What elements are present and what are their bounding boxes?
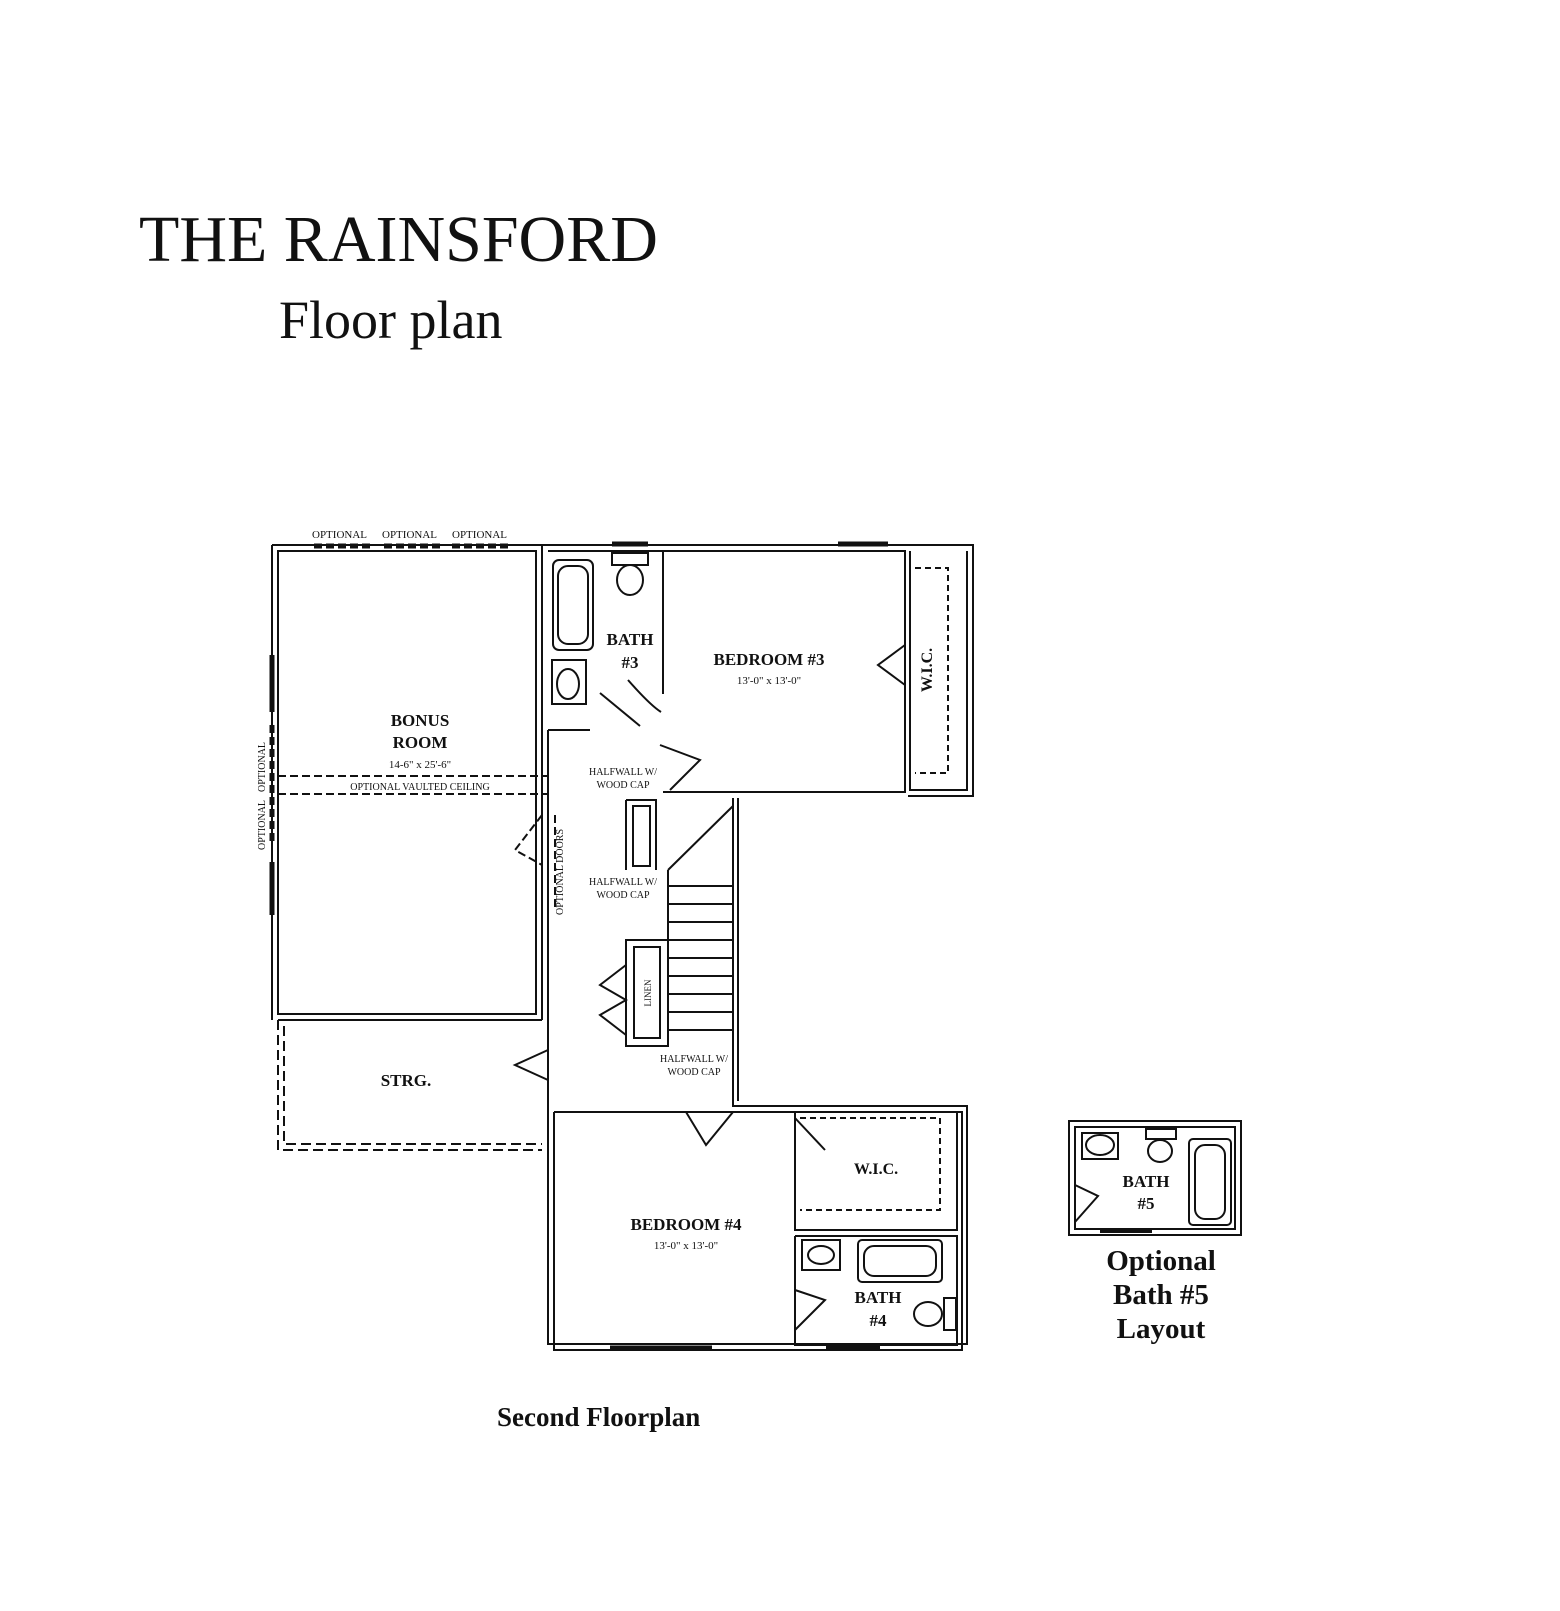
bath3-fixtures: [548, 552, 662, 731]
bedroom4-walls: [553, 1111, 963, 1351]
vaulted-ceiling-lines: [278, 775, 548, 795]
halfwall-note-1-line2: WOOD CAP: [596, 780, 649, 791]
hall-and-stair: [547, 730, 968, 1345]
bath5-label-line1: BATH: [1123, 1172, 1170, 1191]
bedroom3-label: BEDROOM #3: [714, 650, 825, 669]
stair-treads: [668, 885, 733, 1031]
optional-doors-note: OPTIONAL DOORS: [555, 829, 566, 915]
bedroom4-size: 13'-0" x 13'-0": [654, 1240, 718, 1252]
halfwall-note-1-line1: HALFWALL W/: [589, 767, 657, 778]
optional-bath5-caption-line1: Optional: [1106, 1245, 1216, 1277]
bonus-room-label-line2: ROOM: [393, 733, 448, 752]
optional-window-note-1: OPTIONAL: [312, 529, 367, 541]
optional-window-note-3: OPTIONAL: [452, 529, 507, 541]
halfwall-note-2-line2: WOOD CAP: [596, 890, 649, 901]
wic-upper-label: W.I.C.: [919, 648, 936, 692]
door-swings: [512, 644, 906, 1331]
halfwall-note-3-line2: WOOD CAP: [667, 1067, 720, 1078]
bath3-label-line1: BATH: [607, 630, 654, 649]
page-title: THE RAINSFORD: [139, 203, 658, 276]
optional-window-note-4: OPTIONAL: [257, 742, 268, 792]
halfwall-note-3-line1: HALFWALL W/: [660, 1054, 728, 1065]
bedroom3-size: 13'-0" x 13'-0": [737, 675, 801, 687]
bonus-room-label-line1: BONUS: [391, 711, 450, 730]
vaulted-ceiling-note: OPTIONAL VAULTED CEILING: [350, 782, 489, 793]
second-floor-caption: Second Floorplan: [497, 1402, 701, 1432]
optional-bath5-caption-line3: Layout: [1116, 1313, 1206, 1345]
upper-block-walls: [542, 544, 974, 797]
linen-label: LINEN: [643, 979, 653, 1006]
bath5-label-line2: #5: [1138, 1194, 1155, 1213]
optional-window-note-2: OPTIONAL: [382, 529, 437, 541]
bonus-room-size: 14-6" x 25'-6": [389, 759, 451, 771]
optional-bath5-caption: Optional Bath #5 Layout: [1086, 1244, 1236, 1346]
halfwall-note-2-line1: HALFWALL W/: [589, 877, 657, 888]
bath4-label-line2: #4: [870, 1311, 888, 1330]
bedroom4-label: BEDROOM #4: [631, 1215, 742, 1234]
bath3-label-line2: #3: [622, 653, 639, 672]
optional-bath5-caption-line2: Bath #5: [1113, 1279, 1209, 1311]
optional-window-note-5: OPTIONAL: [257, 800, 268, 850]
page-subtitle: Floor plan: [279, 290, 503, 350]
window-marks: [269, 541, 888, 1351]
bath4-label-line1: BATH: [855, 1288, 902, 1307]
wic-lower-label: W.I.C.: [854, 1161, 898, 1178]
optional-bath5-plan: [1068, 1120, 1242, 1236]
storage-label: STRG.: [381, 1071, 432, 1090]
storage-walls: [277, 1019, 542, 1151]
optional-bonus-door: [513, 814, 556, 910]
